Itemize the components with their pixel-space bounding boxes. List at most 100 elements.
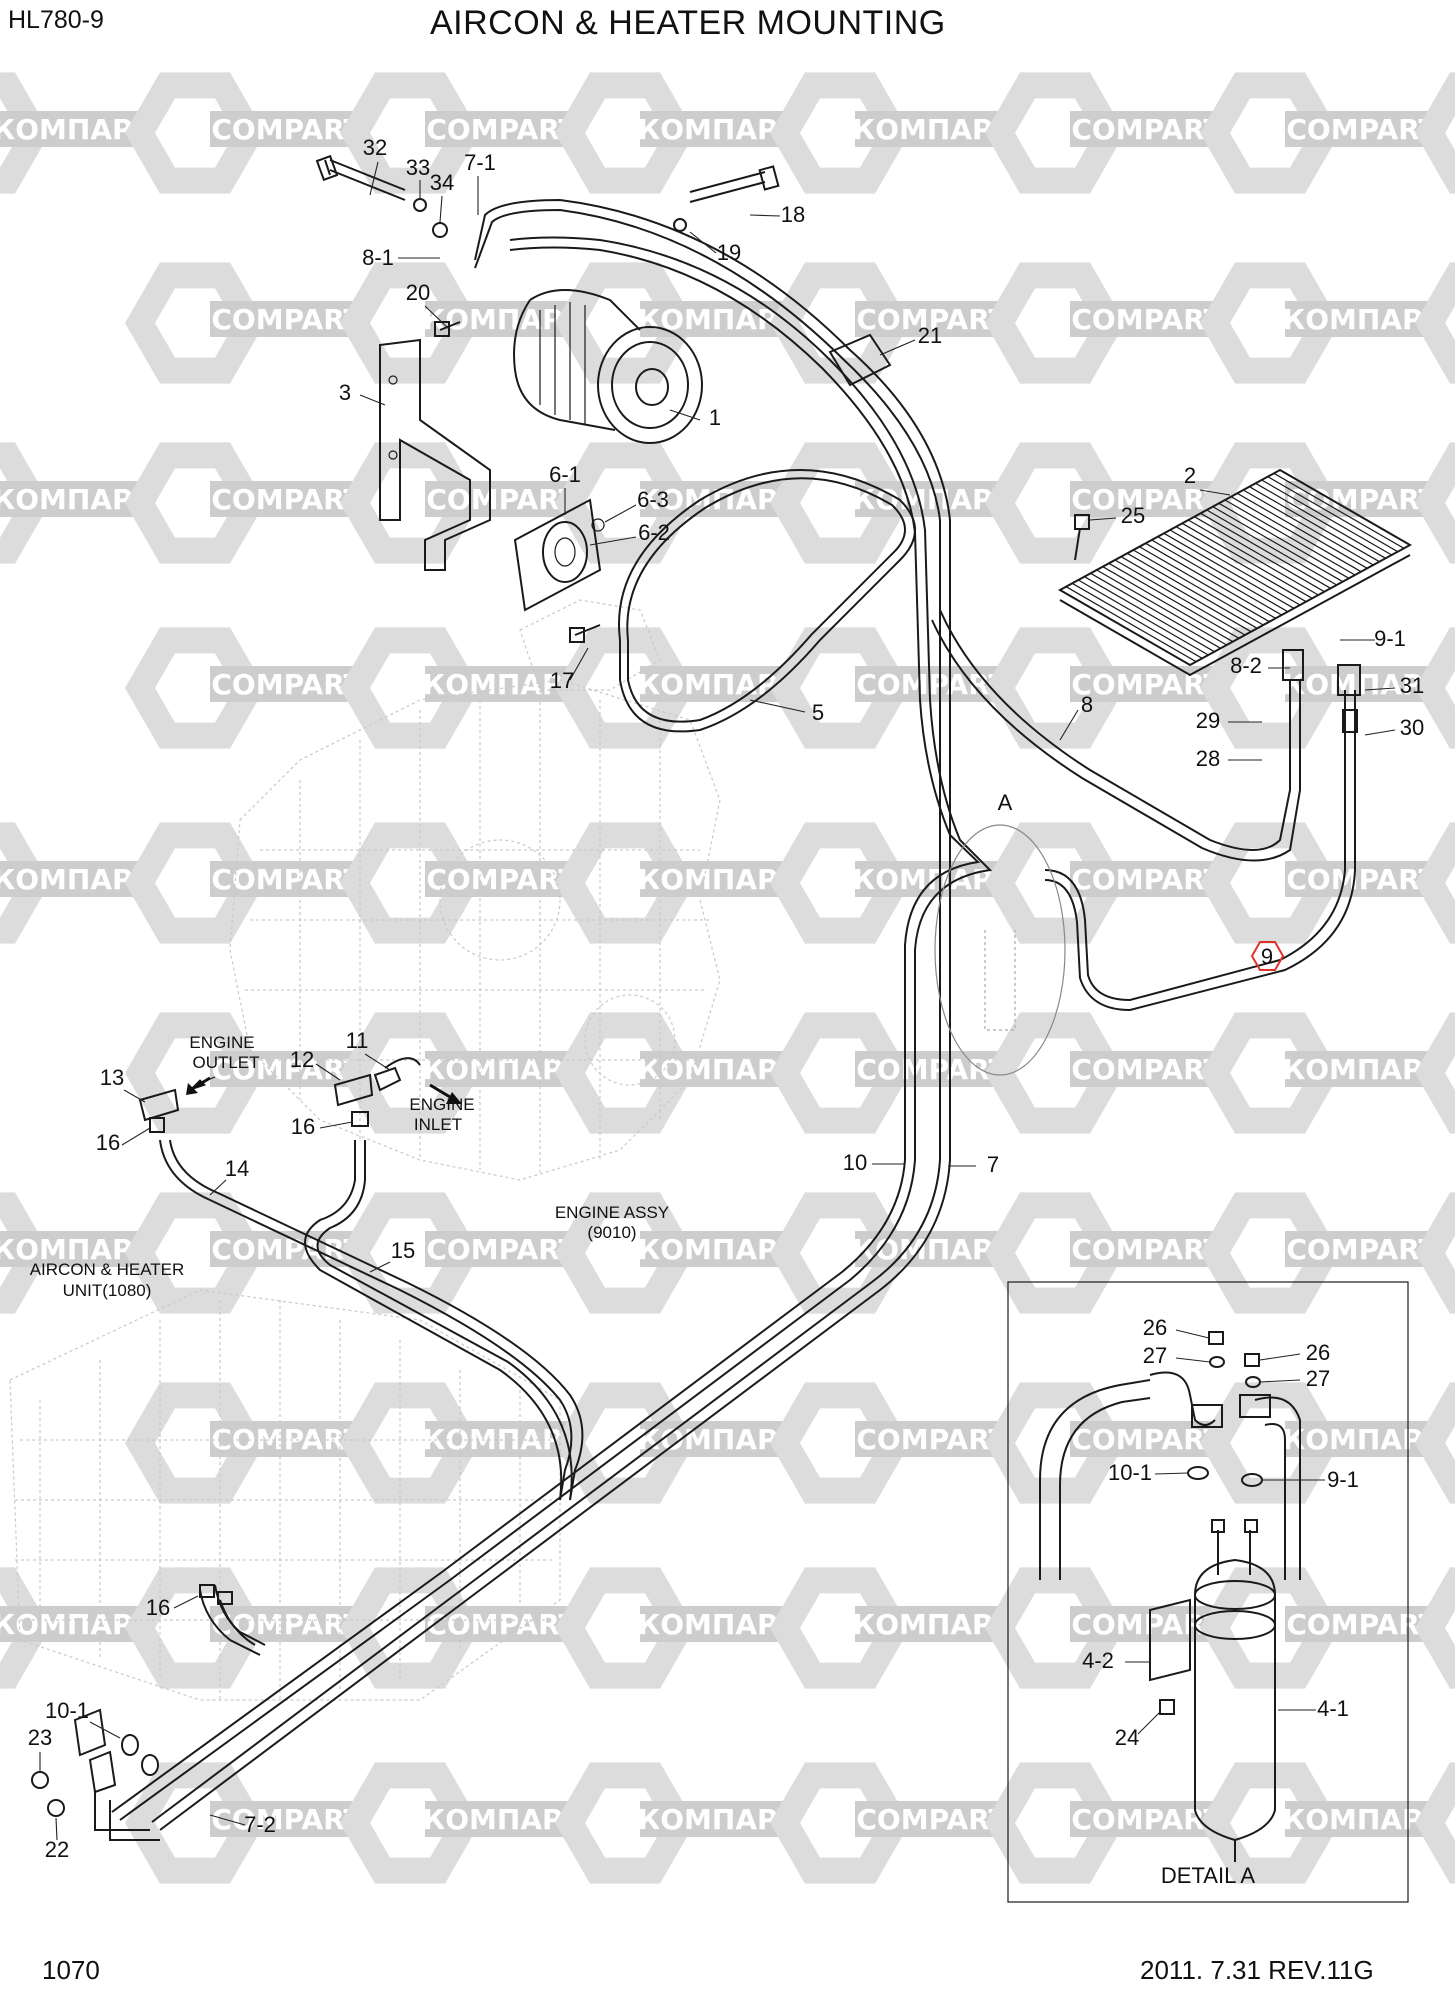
- watermark-hexagon: [769, 1567, 911, 1689]
- watermark-hexagon: [984, 1192, 1126, 1314]
- watermark-hexagon: [339, 1567, 481, 1689]
- callout-layer: 3233347-118198-12021316-16-36-21752259-1…: [28, 135, 1424, 1862]
- watermark-text: КОМПАРТ: [1282, 1423, 1441, 1456]
- note-engine-outlet-1: ENGINE: [189, 1033, 254, 1052]
- watermark-hexagon: [1414, 627, 1455, 749]
- watermark-text: COMPART: [426, 113, 577, 146]
- watermark-text: КОМПАРТ: [0, 483, 152, 516]
- watermark-hexagon: [984, 822, 1126, 944]
- watermark-text: COMPART: [856, 1053, 1007, 1086]
- callout-c13: 13: [100, 1065, 124, 1090]
- watermark-hexagon: [1414, 1192, 1455, 1314]
- watermark-hexagon: [554, 72, 696, 194]
- watermark-text: КОМПАРТ: [422, 1053, 581, 1086]
- watermark-text: COMPART: [856, 1803, 1007, 1836]
- watermark-text: КОМПАРТ: [852, 113, 1011, 146]
- watermark-hexagon: [124, 627, 266, 749]
- leader-line-c34: [439, 195, 443, 223]
- watermark-hexagon: [984, 442, 1126, 564]
- leader-line-c6_2: [589, 536, 637, 546]
- callout-c6_3: 6-3: [637, 487, 669, 512]
- watermark-text: COMPART: [211, 303, 362, 336]
- watermark-hexagon: [0, 1567, 51, 1689]
- detail-a-marker: A: [998, 790, 1013, 815]
- watermark-hexagon: [1414, 262, 1455, 384]
- watermark-plate: [1070, 301, 1225, 337]
- watermark-text: КОМПАРТ: [637, 668, 796, 701]
- watermark-plate: [855, 111, 1010, 147]
- callout-c10: 10: [843, 1150, 867, 1175]
- watermark-hexagon: [769, 262, 911, 384]
- page-number: 1070: [42, 1955, 100, 1985]
- watermark-text: COMPART: [856, 303, 1007, 336]
- leader-line-c15: [369, 1261, 391, 1273]
- watermark-text: COMPART: [211, 1803, 362, 1836]
- callout-c14: 14: [225, 1156, 249, 1181]
- leader-line-c10_1a: [89, 1721, 121, 1739]
- detail-a-drier: [1039, 1331, 1301, 1862]
- watermark-hexagon: [124, 442, 266, 564]
- watermark-plate: [640, 1606, 795, 1642]
- leader-line-c6_3: [604, 504, 637, 523]
- leader-line-c16a: [121, 1127, 151, 1146]
- aircon-unit-ghost: [9, 1289, 561, 1701]
- watermark-text: COMPART: [1286, 1608, 1437, 1641]
- leader-line-c8: [1059, 709, 1079, 741]
- watermark-hexagon: [984, 627, 1126, 749]
- callout-c6_1: 6-1: [549, 462, 581, 487]
- watermark-plate: [210, 1051, 365, 1087]
- watermark-plate: [1070, 1231, 1225, 1267]
- watermark-plate: [210, 666, 365, 702]
- watermark-text: COMPART: [1071, 1803, 1222, 1836]
- watermark-plate: [425, 1231, 580, 1267]
- watermark-hexagon: [124, 1382, 266, 1504]
- watermark-text: КОМПАРТ: [637, 1608, 796, 1641]
- watermark-hexagon: [1414, 822, 1455, 944]
- watermark-plate: [0, 111, 150, 147]
- watermark-plate: [1070, 861, 1225, 897]
- watermark-text: COMPART: [1071, 483, 1222, 516]
- watermark-plate: [1070, 666, 1225, 702]
- watermark-text: КОМПАРТ: [1282, 303, 1441, 336]
- watermark-hexagon: [1199, 627, 1341, 749]
- watermark-hexagon: [339, 262, 481, 384]
- heater-valves: [138, 1057, 421, 1133]
- watermark-hexagon: [1199, 262, 1341, 384]
- watermark-hexagon: [339, 72, 481, 194]
- callout-c20: 20: [406, 280, 430, 305]
- callout-c9: 9: [1261, 944, 1273, 969]
- callout-d9_1: 9-1: [1327, 1467, 1359, 1492]
- watermark-text: КОМПАРТ: [0, 1233, 152, 1266]
- leader-line-c11: [364, 1053, 391, 1071]
- watermark-text: COMPART: [211, 1053, 362, 1086]
- watermark-hexagon: [1414, 72, 1455, 194]
- watermark-text: КОМПАРТ: [1282, 1803, 1441, 1836]
- watermark-hexagon: [339, 627, 481, 749]
- watermark-text: КОМПАРТ: [637, 1803, 796, 1836]
- watermark-text: КОМПАРТ: [1282, 1053, 1441, 1086]
- callout-c7: 7: [987, 1152, 999, 1177]
- watermark-plate: [855, 1606, 1010, 1642]
- watermark-hexagon: [984, 1382, 1126, 1504]
- watermark-text: COMPART: [211, 483, 362, 516]
- watermark-hexagon: [1414, 442, 1455, 564]
- watermark-hexagon: [554, 627, 696, 749]
- watermark-hexagon: [0, 72, 51, 194]
- watermark-hexagon: [0, 442, 51, 564]
- watermark-plate: [210, 1421, 365, 1457]
- watermark-plate: [1285, 1231, 1440, 1267]
- flow-arrows: [186, 1076, 462, 1104]
- watermark-plate: [425, 1051, 580, 1087]
- watermark-text: КОМПАРТ: [852, 1608, 1011, 1641]
- callout-d26b: 26: [1306, 1340, 1330, 1365]
- watermark-plate: [1285, 1051, 1440, 1087]
- watermark-hexagon: [769, 1382, 911, 1504]
- callout-c6_2: 6-2: [638, 520, 670, 545]
- watermark-hexagon: [124, 262, 266, 384]
- watermark-text: COMPART: [211, 668, 362, 701]
- watermark-hexagon: [124, 72, 266, 194]
- drive-belt: [618, 469, 916, 733]
- hose-clamp-21: [828, 333, 892, 387]
- watermark-hexagon: [339, 1762, 481, 1884]
